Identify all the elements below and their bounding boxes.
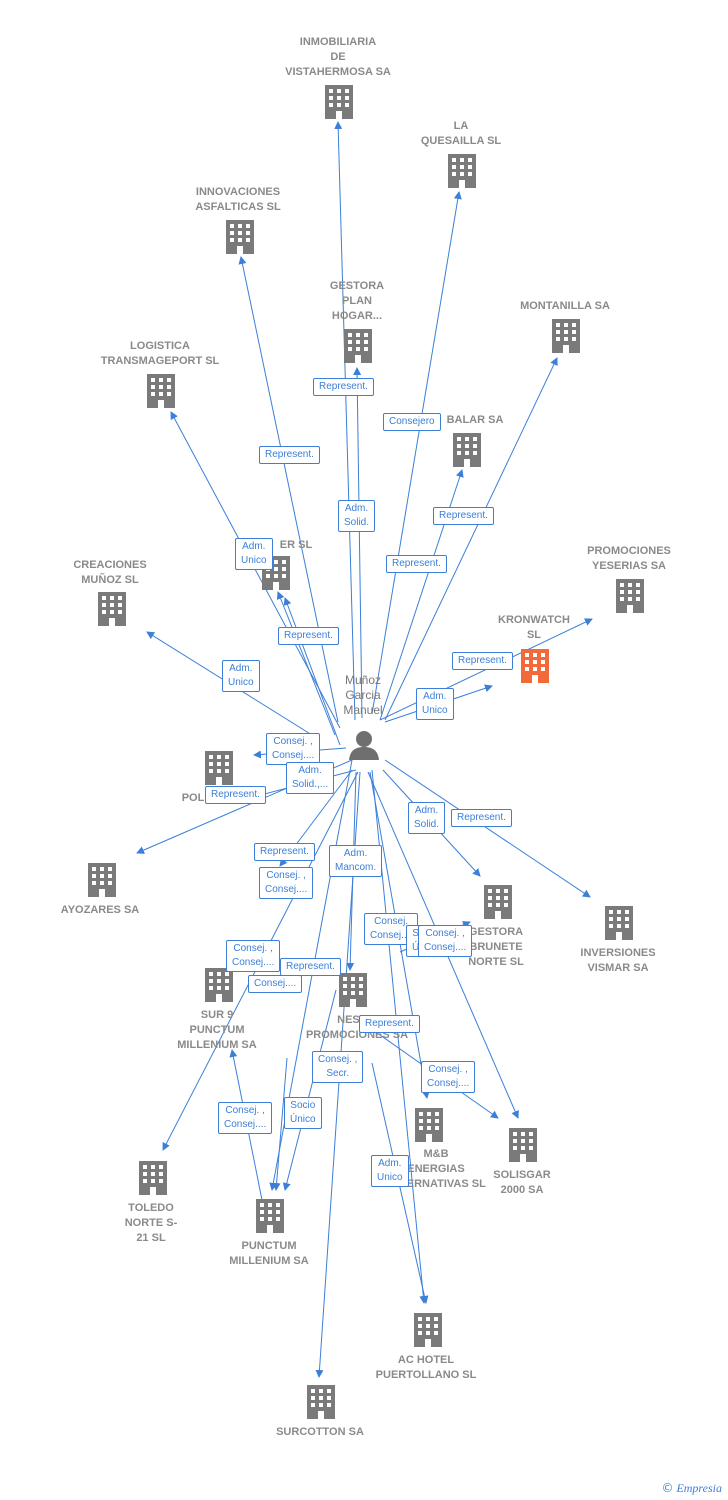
building-icon[interactable]	[205, 751, 233, 785]
edge-role-label[interactable]: Represent.	[386, 555, 447, 573]
relation-edge	[371, 191, 462, 715]
building-icon[interactable]	[139, 1161, 167, 1195]
building-icon[interactable]	[509, 1128, 537, 1162]
building-icon[interactable]	[226, 220, 254, 254]
edge-role-label[interactable]: Represent.	[452, 652, 513, 670]
edge-role-label[interactable]: Consej. , Consej....	[421, 1061, 476, 1093]
building-icon[interactable]	[98, 592, 126, 626]
edge-role-label[interactable]: Consej. , Secr.	[312, 1051, 364, 1083]
building-icon[interactable]	[484, 885, 512, 919]
company-label-toledo[interactable]: TOLEDO NORTE S- 21 SL	[124, 1202, 178, 1244]
relation-edge	[238, 256, 339, 723]
copyright-icon: ©	[661, 1481, 674, 1495]
relation-edge	[334, 121, 356, 721]
relation-edge	[272, 1057, 288, 1191]
company-label-kronwatch[interactable]: KRONWATCH SL	[498, 614, 570, 641]
building-icon[interactable]	[325, 85, 353, 119]
relation-edge	[353, 367, 363, 719]
edge-role-label[interactable]: Adm. Solid.	[338, 500, 376, 532]
building-icon[interactable]	[205, 968, 233, 1002]
edge-role-label[interactable]: Consejero	[383, 413, 441, 431]
company-label-creaciones[interactable]: CREACIONES MUÑOZ SL	[73, 559, 147, 586]
building-icon[interactable]	[414, 1313, 442, 1347]
building-icon[interactable]	[616, 579, 644, 613]
building-icon[interactable]	[415, 1108, 443, 1142]
edge-role-label[interactable]: Represent.	[205, 786, 266, 804]
company-label-pol[interactable]: POL	[181, 792, 205, 804]
building-icon[interactable]	[88, 863, 116, 897]
building-icon[interactable]	[605, 906, 633, 940]
edge-role-label[interactable]: Adm. Unico	[222, 660, 260, 692]
edge-role-label[interactable]: Adm. Unico	[235, 538, 273, 570]
edge-role-label[interactable]: Represent.	[359, 1015, 420, 1033]
relation-edge	[282, 989, 337, 1191]
relation-edge	[276, 591, 336, 736]
relation-edge	[170, 411, 341, 729]
relation-edge	[384, 357, 558, 721]
edge-role-label[interactable]: Adm. Solid.	[408, 802, 446, 834]
brand-logo: ©Empresia	[661, 1481, 722, 1496]
building-icon[interactable]	[521, 649, 549, 683]
company-label-logistica[interactable]: LOGISTICA TRANSMAGEPORT SL	[100, 340, 220, 367]
edge-role-label[interactable]: Adm. Mancom.	[329, 845, 383, 877]
edge-role-label[interactable]: Consej. , Consej....	[218, 1102, 273, 1134]
company-label-solisgar[interactable]: SOLISGAR 2000 SA	[493, 1169, 551, 1196]
company-label-quesailla[interactable]: LA QUESAILLA SL	[420, 120, 502, 147]
building-icon[interactable]	[344, 329, 372, 363]
edge-role-label[interactable]: Adm. Solid.,...	[286, 762, 335, 794]
company-label-punctum[interactable]: PUNCTUM MILLENIUM SA	[229, 1240, 309, 1267]
company-label-balar[interactable]: BALAR SA	[446, 414, 504, 426]
edge-role-label[interactable]: Represent.	[259, 446, 320, 464]
edge-role-label[interactable]: Consej....	[248, 975, 303, 993]
company-label-surcotton[interactable]: SURCOTTON SA	[276, 1426, 364, 1438]
relation-edge	[283, 597, 341, 746]
edge-role-label[interactable]: Adm. Unico	[371, 1155, 409, 1187]
company-label-sur9[interactable]: SUR 9 PUNCTUM MILLENIUM SA	[177, 1009, 257, 1051]
building-icon[interactable]	[307, 1385, 335, 1419]
building-icon[interactable]	[453, 433, 481, 467]
building-icon[interactable]	[339, 973, 367, 1007]
edge-role-label[interactable]: Represent.	[451, 809, 512, 827]
edge-role-label[interactable]: Socio Único	[284, 1097, 322, 1129]
edge-role-label[interactable]: Represent.	[280, 958, 341, 976]
building-icon[interactable]	[147, 374, 175, 408]
person-icon[interactable]	[349, 731, 379, 760]
company-label-inmobiliaria[interactable]: INMOBILIARIA DE VISTAHERMOSA SA	[285, 36, 391, 78]
building-icon[interactable]	[448, 154, 476, 188]
edge-role-label[interactable]: Represent.	[278, 627, 339, 645]
company-label-ayozares[interactable]: AYOZARES SA	[60, 904, 140, 916]
edge-role-label[interactable]: Consej. , Consej....	[226, 940, 281, 972]
edge-role-label[interactable]: Consej. , Consej....	[259, 867, 314, 899]
edge-role-label[interactable]: Represent.	[254, 843, 315, 861]
edge-role-label[interactable]: Represent.	[313, 378, 374, 396]
company-label-inversiones-vismar[interactable]: INVERSIONES VISMAR SA	[580, 947, 656, 974]
edge-role-label[interactable]: Represent.	[433, 507, 494, 525]
edge-role-label[interactable]: Consej. , Consej....	[418, 925, 473, 957]
company-label-gestora-brunete[interactable]: GESTORA BRUNETE NORTE SL	[468, 926, 524, 968]
company-label-montanilla[interactable]: MONTANILLA SA	[520, 300, 610, 312]
brand-name: Empresia	[676, 1481, 722, 1495]
company-label-gestora-plan[interactable]: GESTORA PLAN HOGAR...	[329, 280, 385, 322]
edge-role-label[interactable]: Adm. Unico	[416, 688, 454, 720]
company-label-er-sl[interactable]: ER SL	[279, 539, 313, 551]
relation-edge	[384, 759, 591, 898]
company-label-promociones-yeserias[interactable]: PROMOCIONES YESERIAS SA	[587, 545, 671, 572]
company-label-ac-hotel[interactable]: AC HOTEL PUERTOLLANO SL	[375, 1354, 477, 1381]
edge-role-label[interactable]: Consej. , Consej....	[266, 733, 321, 765]
building-icon[interactable]	[552, 319, 580, 353]
company-label-innovaciones[interactable]: INNOVACIONES ASFALTICAS SL	[195, 186, 281, 213]
center-person-label[interactable]: Muñoz Garcia Manuel	[343, 673, 383, 717]
building-icon[interactable]	[256, 1199, 284, 1233]
